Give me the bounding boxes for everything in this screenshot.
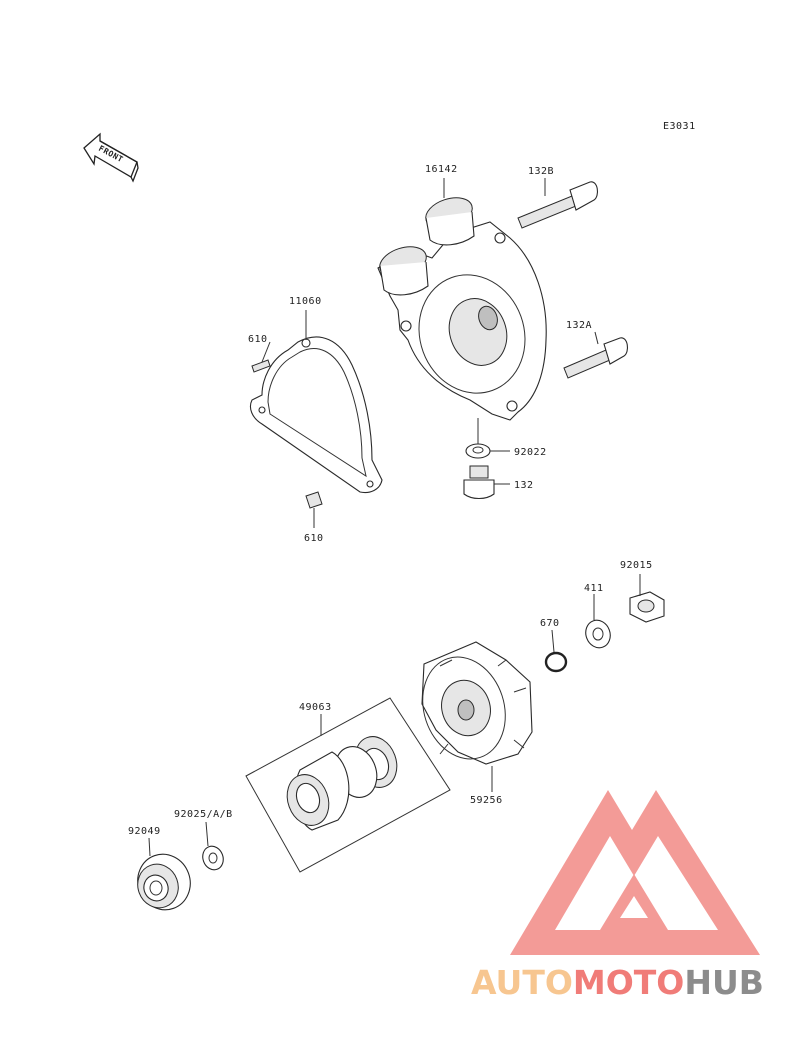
label-92049: 92049 [128, 826, 161, 837]
oring-670 [544, 651, 568, 673]
watermark-text: AUTOMOTOHUB [471, 963, 764, 1002]
label-670: 670 [540, 618, 560, 629]
pump-cover-16142 [377, 197, 547, 421]
gasket-11060 [249, 336, 383, 494]
label-132A: 132A [566, 320, 592, 331]
shim-92025 [202, 845, 224, 871]
label-92025: 92025/A/B [174, 809, 233, 820]
watermark-word-auto: AUTO [471, 963, 573, 1002]
dowel-pin-top [251, 359, 271, 373]
label-92015: 92015 [620, 560, 653, 571]
label-49063: 49063 [299, 702, 332, 713]
dowel-pin-bottom [305, 491, 323, 509]
washer-411 [585, 619, 611, 649]
watermark-word-moto: MOTO [573, 963, 684, 1002]
label-610-bottom: 610 [304, 533, 324, 544]
label-92022: 92022 [514, 447, 547, 458]
watermark-word-hub: HUB [684, 963, 764, 1002]
automotohub-logo [510, 790, 760, 955]
front-arrow-icon: FRONT [83, 132, 139, 183]
oil-seal-92049 [137, 853, 191, 911]
mechanical-seal-49063 [245, 697, 451, 873]
label-132B: 132B [528, 166, 554, 177]
label-610-top: 610 [248, 334, 268, 345]
nut-92015 [629, 591, 665, 623]
leader-lines [148, 178, 641, 857]
diagram-code: E3031 [663, 121, 696, 132]
label-59256: 59256 [470, 795, 503, 806]
label-411: 411 [584, 583, 604, 594]
bolt-132A [563, 337, 629, 379]
drain-bolt-132 [463, 465, 495, 500]
bolt-132B [517, 181, 599, 229]
label-16142: 16142 [425, 164, 458, 175]
washer-92022 [465, 443, 491, 459]
impeller-59256 [421, 641, 533, 765]
label-132: 132 [514, 480, 534, 491]
label-11060: 11060 [289, 296, 322, 307]
